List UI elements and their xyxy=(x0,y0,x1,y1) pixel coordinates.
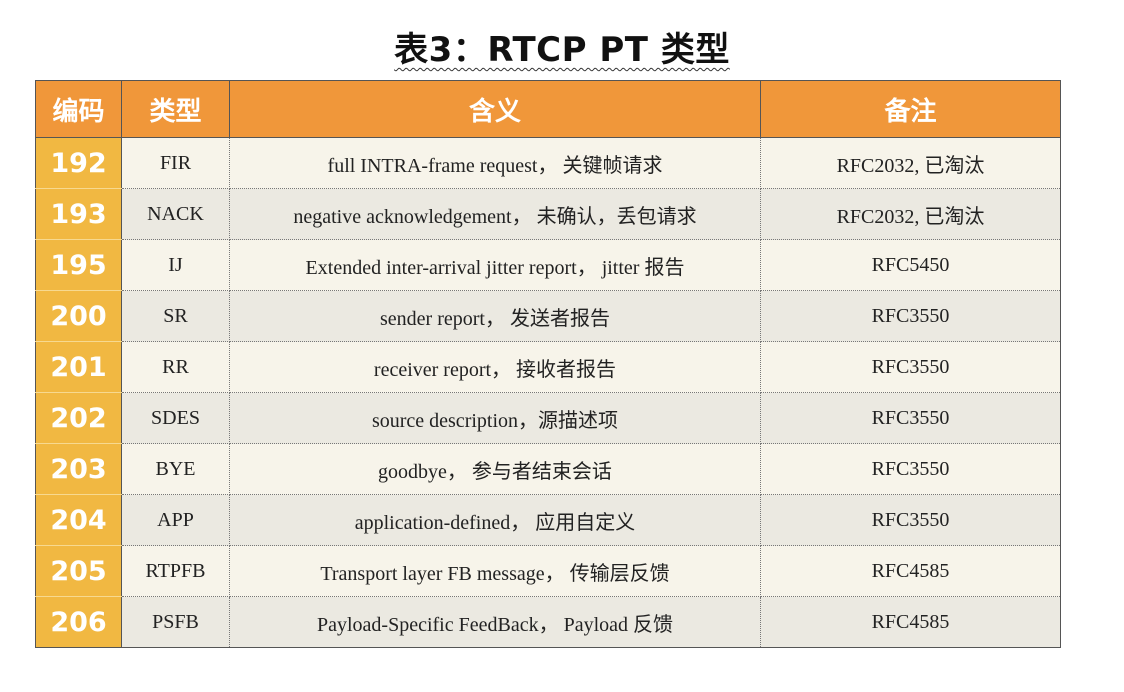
cell-note: RFC3550 xyxy=(760,341,1061,393)
cell-type: IJ xyxy=(121,239,230,291)
table-row: 200 SR sender report， 发送者报告 RFC3550 xyxy=(35,290,1061,342)
table-row: 206 PSFB Payload-Specific FeedBack， Payl… xyxy=(35,596,1061,648)
cell-type: SR xyxy=(121,290,230,342)
cell-meaning: negative acknowledgement， 未确认，丢包请求 xyxy=(229,188,761,240)
table-row: 193 NACK negative acknowledgement， 未确认，丢… xyxy=(35,188,1061,240)
cell-code: 206 xyxy=(35,596,122,648)
cell-code: 193 xyxy=(35,188,122,240)
cell-note: RFC4585 xyxy=(760,545,1061,597)
table-row: 195 IJ Extended inter-arrival jitter rep… xyxy=(35,239,1061,291)
header-type: 类型 xyxy=(121,80,230,138)
header-row: 编码 类型 含义 备注 xyxy=(35,80,1061,138)
cell-code: 202 xyxy=(35,392,122,444)
cell-code: 192 xyxy=(35,137,122,189)
header-code: 编码 xyxy=(35,80,122,138)
cell-type: PSFB xyxy=(121,596,230,648)
cell-note: RFC2032, 已淘汰 xyxy=(760,188,1061,240)
table-row: 201 RR receiver report， 接收者报告 RFC3550 xyxy=(35,341,1061,393)
cell-code: 205 xyxy=(35,545,122,597)
table-row: 204 APP application-defined， 应用自定义 RFC35… xyxy=(35,494,1061,546)
rtcp-pt-table: 编码 类型 含义 备注 192 FIR full INTRA-frame req… xyxy=(35,80,1061,648)
cell-type: NACK xyxy=(121,188,230,240)
cell-code: 204 xyxy=(35,494,122,546)
cell-code: 203 xyxy=(35,443,122,495)
cell-code: 201 xyxy=(35,341,122,393)
cell-note: RFC3550 xyxy=(760,290,1061,342)
cell-note: RFC4585 xyxy=(760,596,1061,648)
cell-note: RFC5450 xyxy=(760,239,1061,291)
cell-meaning: source description，源描述项 xyxy=(229,392,761,444)
cell-type: RTPFB xyxy=(121,545,230,597)
table-title: 表3：RTCP PT 类型 xyxy=(0,22,1124,71)
cell-type: RR xyxy=(121,341,230,393)
cell-meaning: Transport layer FB message， 传输层反馈 xyxy=(229,545,761,597)
cell-meaning: receiver report， 接收者报告 xyxy=(229,341,761,393)
table-row: 192 FIR full INTRA-frame request， 关键帧请求 … xyxy=(35,137,1061,189)
cell-code: 200 xyxy=(35,290,122,342)
cell-meaning: goodbye， 参与者结束会话 xyxy=(229,443,761,495)
cell-type: SDES xyxy=(121,392,230,444)
cell-type: FIR xyxy=(121,137,230,189)
cell-meaning: full INTRA-frame request， 关键帧请求 xyxy=(229,137,761,189)
cell-note: RFC3550 xyxy=(760,494,1061,546)
cell-meaning: Extended inter-arrival jitter report， ji… xyxy=(229,239,761,291)
cell-meaning: Payload-Specific FeedBack， Payload 反馈 xyxy=(229,596,761,648)
cell-type: APP xyxy=(121,494,230,546)
header-meaning: 含义 xyxy=(229,80,761,138)
cell-note: RFC3550 xyxy=(760,443,1061,495)
cell-meaning: application-defined， 应用自定义 xyxy=(229,494,761,546)
table-title-text: 表3：RTCP PT 类型 xyxy=(394,30,730,70)
table-row: 205 RTPFB Transport layer FB message， 传输… xyxy=(35,545,1061,597)
cell-note: RFC3550 xyxy=(760,392,1061,444)
cell-meaning: sender report， 发送者报告 xyxy=(229,290,761,342)
cell-code: 195 xyxy=(35,239,122,291)
header-note: 备注 xyxy=(760,80,1061,138)
cell-type: BYE xyxy=(121,443,230,495)
table-row: 203 BYE goodbye， 参与者结束会话 RFC3550 xyxy=(35,443,1061,495)
table-row: 202 SDES source description，源描述项 RFC3550 xyxy=(35,392,1061,444)
cell-note: RFC2032, 已淘汰 xyxy=(760,137,1061,189)
